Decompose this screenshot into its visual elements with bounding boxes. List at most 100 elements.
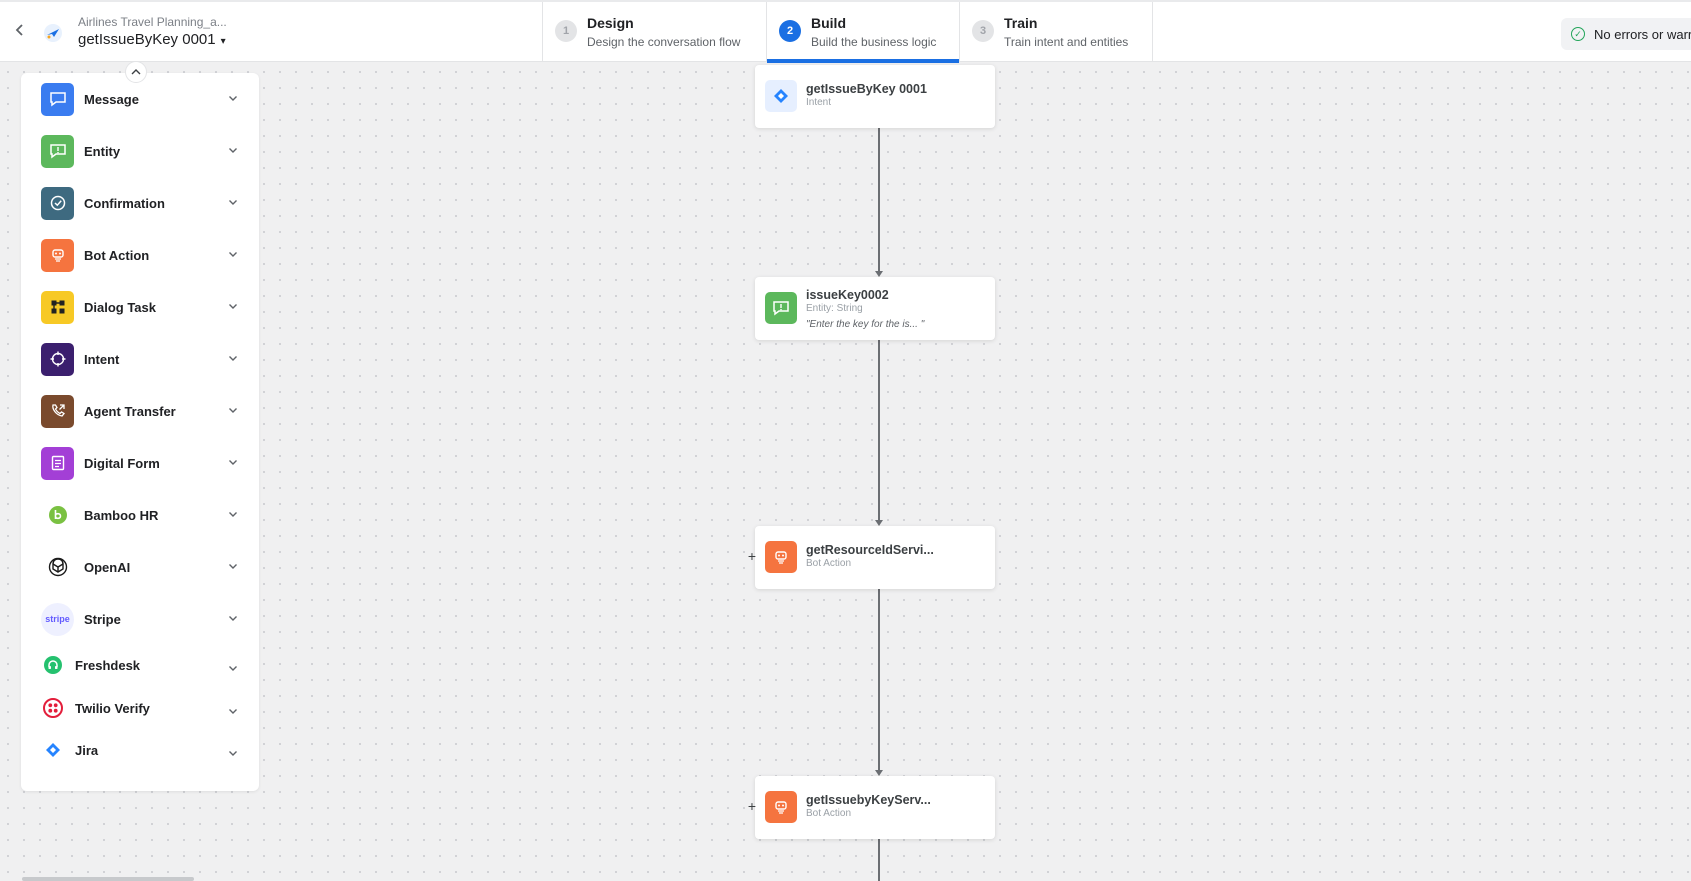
flow-connector[interactable] bbox=[878, 340, 880, 520]
step-subtitle: Design the conversation flow bbox=[587, 35, 741, 49]
chevron-down-icon[interactable] bbox=[227, 352, 239, 364]
palette-item-label: Bamboo HR bbox=[84, 507, 159, 523]
chevron-down-icon[interactable] bbox=[227, 144, 239, 156]
bamboo-hr-icon bbox=[41, 499, 74, 532]
task-name: getIssueByKey 0001 bbox=[78, 31, 216, 48]
stripe-icon: stripe bbox=[41, 602, 74, 636]
chevron-down-icon[interactable] bbox=[227, 248, 239, 260]
step-title: Build bbox=[811, 15, 846, 31]
jira-icon bbox=[41, 738, 65, 762]
palette-item-label: Agent Transfer bbox=[84, 403, 176, 419]
chevron-down-icon[interactable] bbox=[227, 404, 239, 416]
flow-connector[interactable] bbox=[878, 839, 880, 881]
chevron-down-icon[interactable] bbox=[227, 456, 239, 468]
palette-item-bamboo-hr[interactable]: Bamboo HR bbox=[41, 497, 239, 533]
bot-action-icon bbox=[765, 541, 797, 573]
flow-connector[interactable] bbox=[878, 128, 880, 271]
collapse-palette-button[interactable] bbox=[125, 61, 147, 83]
agent-transfer-icon bbox=[41, 394, 74, 428]
breadcrumb-app-name[interactable]: Airlines Travel Planning_a... bbox=[78, 15, 227, 29]
palette-item-stripe[interactable]: stripe Stripe bbox=[41, 601, 239, 637]
arrow-head-icon bbox=[875, 271, 883, 277]
palette-item-freshdesk[interactable]: Freshdesk bbox=[41, 647, 239, 683]
tab-build[interactable]: 2 Build Build the business logic bbox=[767, 2, 960, 63]
entity-icon bbox=[41, 134, 74, 168]
step-title: Design bbox=[587, 15, 634, 31]
stripe-logo-text: stripe bbox=[45, 614, 70, 624]
node-type: Bot Action bbox=[806, 558, 852, 569]
node-title: getIssueByKey 0001 bbox=[806, 82, 927, 96]
palette-item-dialog-task[interactable]: Dialog Task bbox=[41, 289, 239, 325]
validation-status[interactable]: ✓ No errors or warr bbox=[1561, 18, 1691, 50]
node-type: Intent bbox=[806, 97, 832, 108]
horizontal-scrollbar[interactable] bbox=[22, 877, 194, 881]
back-button[interactable] bbox=[14, 22, 32, 42]
step-number: 3 bbox=[972, 20, 994, 42]
message-icon bbox=[41, 82, 74, 116]
palette-item-entity[interactable]: Entity bbox=[41, 133, 239, 169]
step-number: 2 bbox=[779, 20, 801, 42]
arrow-head-icon bbox=[875, 770, 883, 776]
node-prompt: "Enter the key for the is... " bbox=[806, 319, 925, 330]
step-subtitle: Train intent and entities bbox=[1004, 35, 1129, 49]
intent-icon bbox=[41, 342, 74, 376]
palette-item-label: Freshdesk bbox=[75, 657, 141, 673]
chevron-down-icon[interactable] bbox=[227, 300, 239, 312]
entity-icon bbox=[765, 292, 797, 324]
jira-icon bbox=[765, 80, 797, 112]
palette-item-label: Stripe bbox=[84, 611, 121, 627]
palette-item-intent[interactable]: Intent bbox=[41, 341, 239, 377]
palette-item-twilio-verify[interactable]: Twilio Verify bbox=[41, 690, 239, 726]
flow-node-bot-action[interactable]: getIssuebyKeyServ...Bot Action+ bbox=[748, 776, 995, 839]
add-connection-button[interactable]: + bbox=[747, 798, 757, 814]
chevron-left-icon bbox=[15, 24, 23, 36]
status-text: No errors or warr bbox=[1594, 26, 1691, 42]
palette-item-label: OpenAI bbox=[84, 559, 131, 575]
palette-item-label: Twilio Verify bbox=[75, 700, 150, 716]
chevron-down-icon[interactable] bbox=[227, 705, 239, 717]
node-title: issueKey0002 bbox=[806, 288, 889, 302]
chevron-down-icon[interactable] bbox=[227, 662, 239, 674]
chevron-down-icon[interactable] bbox=[227, 747, 239, 759]
palette-item-openai[interactable]: OpenAI bbox=[41, 549, 239, 585]
task-selector[interactable]: getIssueByKey 0001▾ bbox=[78, 31, 226, 48]
tab-design[interactable]: 1 Design Design the conversation flow bbox=[543, 2, 767, 62]
step-tabs: 1 Design Design the conversation flow 2 … bbox=[542, 2, 1153, 63]
chevron-up-icon bbox=[131, 69, 141, 75]
confirmation-icon bbox=[41, 186, 74, 220]
palette-item-jira[interactable]: Jira bbox=[41, 732, 239, 768]
palette-item-confirmation[interactable]: Confirmation bbox=[41, 185, 239, 221]
node-title: getIssuebyKeyServ... bbox=[806, 793, 931, 807]
palette-item-digital-form[interactable]: Digital Form bbox=[41, 445, 239, 481]
palette-item-label: Bot Action bbox=[84, 247, 150, 263]
twilio-icon bbox=[41, 696, 65, 720]
add-connection-button[interactable]: + bbox=[747, 548, 757, 564]
chevron-down-icon[interactable] bbox=[227, 560, 239, 572]
dialog-task-icon bbox=[41, 290, 74, 324]
top-bar: Airlines Travel Planning_a... getIssueBy… bbox=[0, 0, 1691, 63]
palette-item-message[interactable]: Message bbox=[41, 81, 239, 117]
flow-node-bot-action[interactable]: getResourceIdServi...Bot Action+ bbox=[748, 526, 995, 589]
chevron-down-icon[interactable] bbox=[227, 508, 239, 520]
chevron-down-icon[interactable] bbox=[227, 196, 239, 208]
step-subtitle: Build the business logic bbox=[811, 35, 937, 49]
palette-item-label: Message bbox=[84, 91, 139, 107]
digital-form-icon bbox=[41, 446, 74, 480]
step-number: 1 bbox=[555, 20, 577, 42]
check-circle-icon: ✓ bbox=[1571, 27, 1585, 41]
tab-train[interactable]: 3 Train Train intent and entities bbox=[960, 2, 1153, 62]
flow-connector[interactable] bbox=[878, 589, 880, 770]
bot-action-icon bbox=[765, 791, 797, 823]
chevron-down-icon[interactable] bbox=[227, 612, 239, 624]
chevron-down-icon[interactable] bbox=[227, 92, 239, 104]
palette-item-bot-action[interactable]: Bot Action bbox=[41, 237, 239, 273]
palette-item-agent-transfer[interactable]: Agent Transfer bbox=[41, 393, 239, 429]
palette-item-label: Digital Form bbox=[84, 455, 160, 471]
freshdesk-icon bbox=[41, 653, 65, 677]
node-type: Entity: String bbox=[806, 303, 863, 314]
palette-item-label: Dialog Task bbox=[84, 299, 157, 315]
bot-action-icon bbox=[41, 238, 74, 272]
